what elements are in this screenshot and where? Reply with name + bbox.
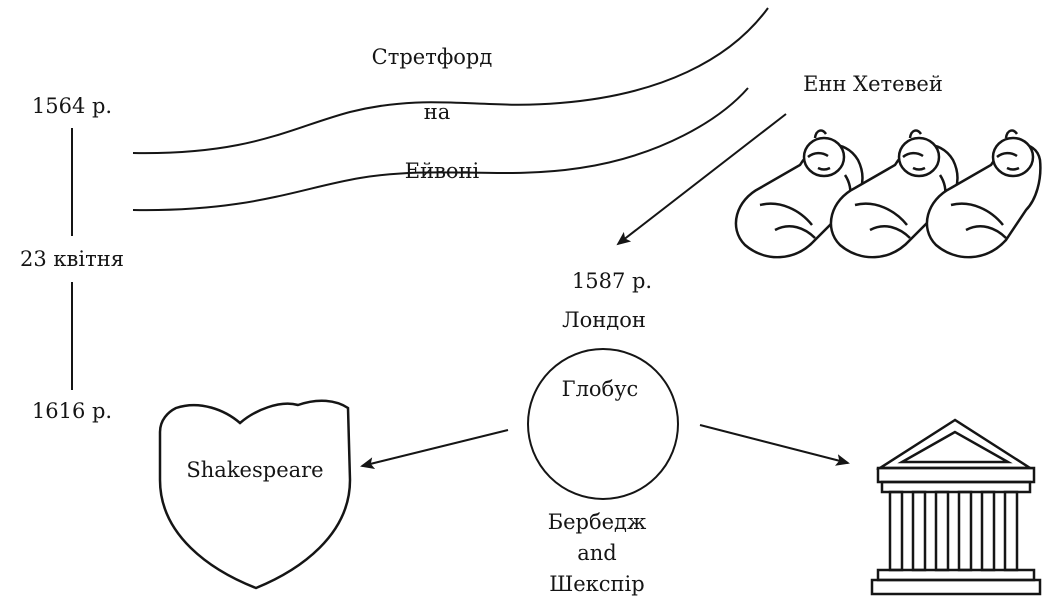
baby-icon	[736, 131, 862, 258]
river-bank-upper	[133, 8, 768, 153]
death-year-label: 1616 р.	[31, 399, 113, 423]
globe-theatre-label: Глобус	[561, 377, 639, 401]
arrow-to-london	[616, 114, 786, 246]
founders-line2: and	[577, 541, 617, 565]
wife-name-label: Енн Хетевей	[803, 72, 943, 96]
shield-icon	[160, 401, 350, 588]
river-bank-lower	[133, 88, 748, 210]
crest-text: Shakespeare	[186, 458, 324, 482]
arrow-to-crest	[360, 430, 508, 469]
temple-icon	[872, 420, 1040, 594]
birthplace-line1: Стретфорд	[371, 45, 493, 69]
london-city-label: Лондон	[562, 308, 646, 332]
birthplace-line3: Ейвоні	[404, 159, 480, 183]
birth-year-label: 1564 р.	[31, 94, 113, 118]
baby-icon	[927, 131, 1040, 258]
birth-death-day-label: 23 квітня	[20, 247, 124, 271]
founders-line1: Бербедж	[547, 510, 647, 534]
birthplace-line2: на	[423, 100, 451, 124]
london-year-label: 1587 р.	[571, 269, 653, 293]
globe-circle	[528, 349, 678, 499]
arrow-to-temple	[700, 425, 850, 466]
founders-line3: Шекспір	[549, 572, 645, 596]
